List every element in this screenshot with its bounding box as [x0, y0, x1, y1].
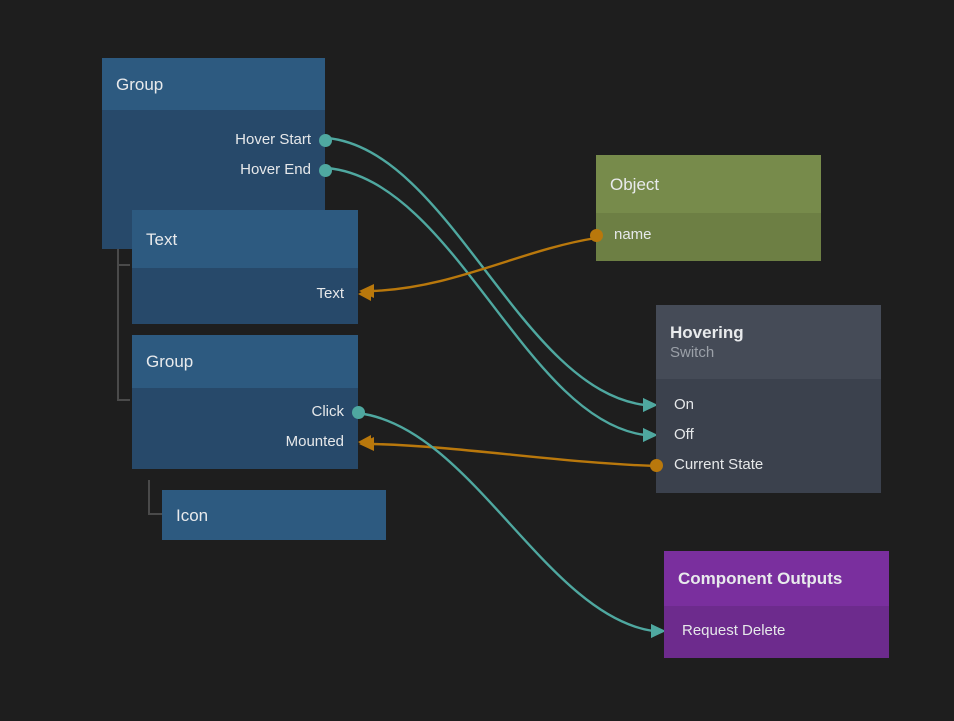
port-request-delete-arrow[interactable] [651, 624, 664, 638]
node-hovering-switch[interactable]: Hovering Switch On Off Current State [643, 305, 881, 493]
node-hovering-switch-subtitle: Switch [670, 344, 715, 361]
node-text-body: Text [132, 268, 371, 324]
port-on-label: On [674, 396, 695, 413]
node-text-title: Text [146, 229, 178, 249]
node-text[interactable]: Text Text [132, 210, 371, 324]
node-icon-title: Icon [176, 505, 209, 525]
node-object-title: Object [610, 174, 660, 194]
node-component-outputs-title: Component Outputs [678, 569, 843, 588]
node-group-root-header[interactable]: Group [102, 58, 325, 110]
port-text-input-arrow[interactable] [358, 287, 371, 301]
tree-connector-stub-icon [148, 513, 162, 515]
node-group-root[interactable]: Group Hover Start Hover End [102, 58, 332, 249]
node-object-body: name [589, 213, 821, 261]
port-on-arrow[interactable] [643, 398, 656, 412]
port-off-label: Off [674, 426, 694, 443]
node-group-child-body: Click Mounted [132, 388, 371, 469]
port-text-input-label: Text [316, 285, 344, 302]
node-component-outputs-body: Request Delete [651, 606, 889, 658]
port-object-name[interactable]: name [589, 220, 821, 250]
port-request-delete[interactable]: Request Delete [651, 616, 889, 646]
node-component-outputs-header[interactable]: Component Outputs [664, 551, 889, 606]
port-click-label: Click [311, 403, 345, 420]
node-hovering-switch-body: On Off Current State [643, 379, 881, 493]
node-text-header[interactable]: Text [132, 210, 358, 268]
edge-click-to-request-delete [356, 411, 654, 633]
node-icon-header[interactable]: Icon [162, 490, 386, 540]
tree-connector-vertical-main [117, 200, 119, 401]
port-hover-end-label: Hover End [240, 161, 311, 178]
port-hover-start-dot[interactable] [318, 133, 332, 147]
port-current-state[interactable]: Current State [649, 450, 881, 480]
port-mounted[interactable]: Mounted [132, 427, 371, 457]
port-hover-end[interactable]: Hover End [102, 155, 332, 185]
port-hover-end-dot[interactable] [318, 163, 332, 177]
tree-connector-vertical-icon [148, 480, 150, 515]
port-hover-start-label: Hover Start [235, 131, 311, 148]
tree-connector-stub-text [117, 264, 130, 266]
node-hovering-switch-header[interactable]: Hovering Switch [656, 305, 881, 379]
node-icon[interactable]: Icon [162, 490, 386, 540]
port-current-state-dot[interactable] [649, 458, 663, 472]
port-mounted-label: Mounted [285, 433, 344, 450]
port-mounted-arrow[interactable] [358, 435, 371, 449]
node-hovering-switch-title: Hovering [670, 323, 744, 342]
edge-current-state-to-mounted [371, 442, 658, 468]
port-click[interactable]: Click [132, 397, 365, 427]
node-object[interactable]: Object name [589, 155, 821, 261]
port-off-arrow[interactable] [643, 428, 656, 442]
node-group-root-title: Group [116, 74, 164, 94]
port-on[interactable]: On [643, 390, 881, 420]
edge-name-to-text [371, 236, 597, 293]
port-hover-start[interactable]: Hover Start [102, 125, 332, 155]
port-click-dot[interactable] [351, 405, 365, 419]
tree-connector-stub-group [117, 399, 130, 401]
port-off[interactable]: Off [643, 420, 881, 450]
port-object-name-label: name [614, 226, 652, 243]
node-object-header[interactable]: Object [596, 155, 821, 213]
node-group-child[interactable]: Group Click Mounted [132, 335, 371, 469]
node-group-child-header[interactable]: Group [132, 335, 358, 388]
port-request-delete-label: Request Delete [682, 622, 786, 639]
port-text-input[interactable]: Text [132, 279, 371, 309]
port-current-state-label: Current State [674, 456, 764, 473]
node-component-outputs[interactable]: Component Outputs Request Delete [651, 551, 889, 658]
port-object-name-dot[interactable] [589, 228, 603, 242]
node-group-child-title: Group [146, 352, 194, 371]
